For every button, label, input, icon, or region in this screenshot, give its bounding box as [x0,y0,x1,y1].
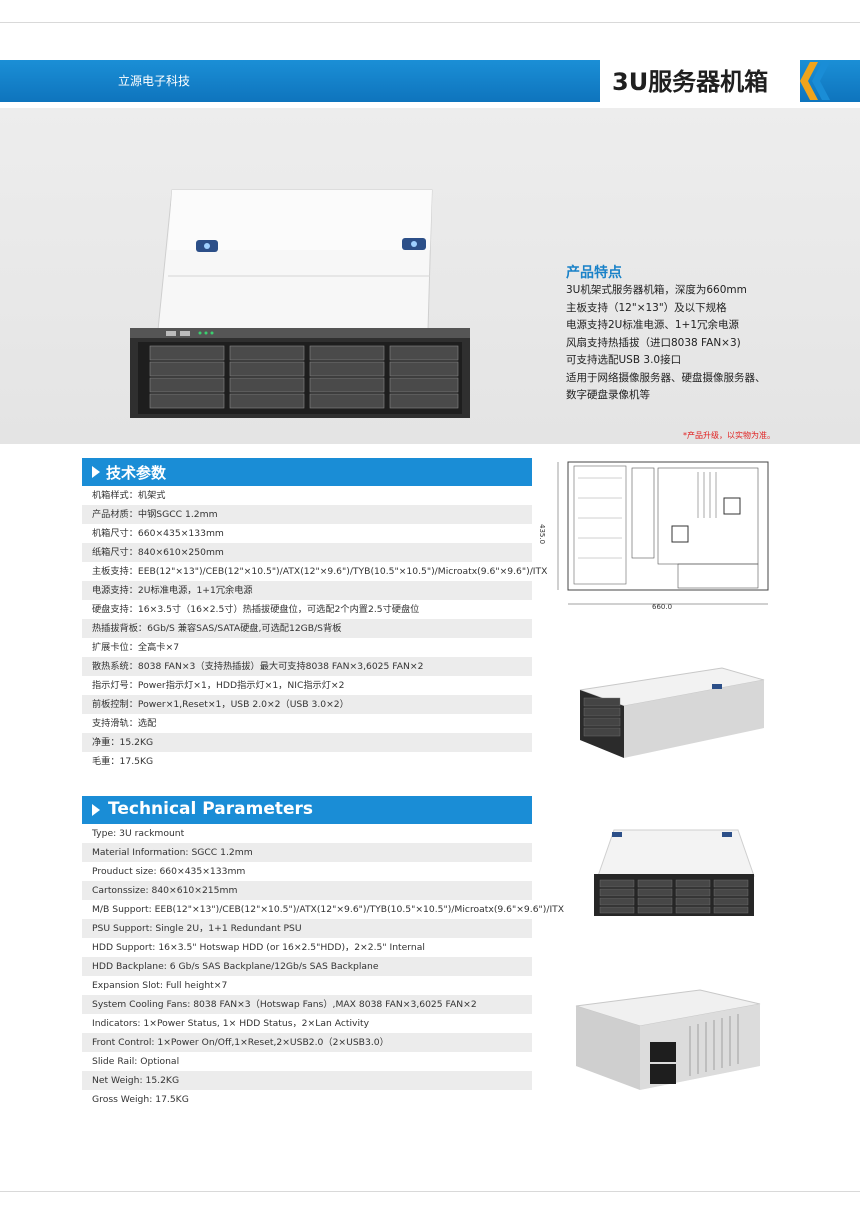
en-specs-header: Technical Parameters [82,796,532,824]
list-item: 风扇支持热插拔（进口8038 FAN×3) [566,336,741,349]
triangle-icon [92,466,100,478]
en-specs-title: Technical Parameters [108,799,314,819]
spec-row: Cartonssize: 840×610×215mm [82,881,532,900]
list-item: 可支持选配USB 3.0接口 [566,354,682,366]
spec-row: 支持滑轨：选配 [92,718,157,729]
features-list: 3U机架式服务器机箱，深度为660mm 主板支持（12"×13"）及以下规格 电… [566,282,846,405]
spec-row: 机箱尺寸：660×435×133mm [92,528,224,539]
spec-row: Prouduct size: 660×435×133mm [92,866,246,877]
drawing-width-label: 435.0 [538,524,546,545]
spec-row: 散热系统：8038 FAN×3（支持热插拔）最大可支持8038 FAN×3,60… [82,657,532,676]
spec-row: Net Weigh: 15.2KG [82,1071,532,1090]
list-item: 数字硬盘录像机等 [566,389,650,401]
spec-row: Type: 3U rackmount [92,828,185,839]
cn-specs-header: 技术参数 [82,458,532,486]
cn-specs-list: 机箱样式：机架式 产品材质：中钢SGCC 1.2mm 机箱尺寸：660×435×… [82,486,548,771]
server-rear-photo [575,989,761,1090]
spec-row: Material Information: SGCC 1.2mm [82,843,532,862]
spec-row: HDD Backplane: 6 Gb/s SAS Backplane/12Gb… [82,957,532,976]
spec-row: PSU Support: Single 2U，1+1 Redundant PSU [82,919,532,938]
features-title: 产品特点 [566,265,622,281]
server-front-photo-alt [594,829,755,916]
spec-row: 扩展卡位：全高卡×7 [92,642,180,653]
page-title: 3U服务器机箱 [612,68,769,96]
en-specs-list: Type: 3U rackmount Material Information:… [82,824,565,1109]
spec-row: 纸箱尺寸：840×610×250mm [82,543,532,562]
page-frame [0,22,860,1192]
drawing-depth-label: 660.0 [652,603,673,611]
spec-row: 机箱样式：机架式 [92,490,166,501]
spec-row: Indicators: 1×Power Status, 1× HDD Statu… [92,1018,370,1029]
chevron-icon [800,62,830,100]
spec-row: 硬盘支持：16×3.5寸（16×2.5寸）热插拔硬盘位，可选配2个内置2.5寸硬… [92,604,420,615]
server-front-photo [579,667,765,758]
spec-row: Expansion Slot: Full height×7 [92,980,228,991]
spec-row: Front Control: 1×Power On/Off,1×Reset,2×… [82,1033,532,1052]
title-box [600,52,800,108]
spec-row: 热插拔背板：6Gb/S 兼容SAS/SATA硬盘,可选配12GB/S背板 [82,619,532,638]
spec-row: Slide Rail: Optional [92,1056,180,1067]
spec-row: 前板控制：Power×1,Reset×1，USB 2.0×2（USB 3.0×2… [82,695,532,714]
triangle-icon [92,804,100,816]
list-item: 3U机架式服务器机箱，深度为660mm [566,284,747,296]
spec-row: M/B Support: EEB(12"×13")/CEB(12"×10.5")… [92,904,565,915]
spec-row: HDD Support: 16×3.5" Hotswap HDD (or 16×… [92,942,425,953]
spec-row: 产品材质：中钢SGCC 1.2mm [82,505,532,524]
spec-row: 毛重：17.5KG [92,756,154,767]
list-item: 适用于网络摄像服务器、硬盘摄像服务器、 [566,371,766,384]
company-name: 立源电子科技 [118,74,191,88]
spec-row: 电源支持：2U标准电源，1+1冗余电源 [82,581,532,600]
disclaimer-note: *产品升级，以实物为准。 [683,431,775,440]
spec-row: 净重：15.2KG [82,733,532,752]
technical-drawing [557,461,769,605]
list-item: 电源支持2U标准电源、1+1冗余电源 [566,319,740,331]
list-item: 主板支持（12"×13"）及以下规格 [566,301,727,314]
spec-row: Gross Weigh: 17.5KG [92,1094,189,1105]
spec-row: 指示灯号：Power指示灯×1，HDD指示灯×1，NIC指示灯×2 [92,680,345,691]
cn-specs-title: 技术参数 [106,464,167,482]
spec-row: 主板支持：EEB(12"×13")/CEB(12"×10.5")/ATX(12"… [92,566,548,577]
spec-row: System Cooling Fans: 8038 FAN×3（Hotswap … [82,995,532,1014]
server-chassis-image [130,189,470,418]
